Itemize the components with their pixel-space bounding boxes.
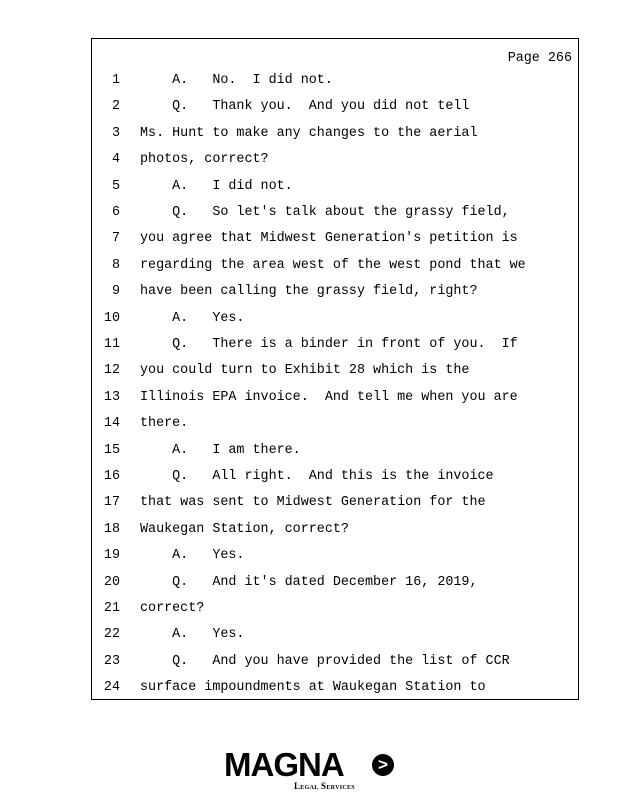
- line-text: Q. And you have provided the list of CCR: [140, 653, 510, 669]
- line-text: Ms. Hunt to make any changes to the aeri…: [140, 125, 478, 141]
- transcript-line: 3 Ms. Hunt to make any changes to the aer…: [92, 124, 578, 144]
- line-number: 10: [103, 310, 120, 326]
- line-number: 7: [111, 231, 120, 247]
- magna-logo: MAGNA > Legal Services: [224, 748, 396, 792]
- line-number: 13: [103, 389, 120, 405]
- transcript-line: 19 A. Yes.: [92, 546, 578, 566]
- transcript-line: 21 correct?: [92, 599, 578, 619]
- transcript-line: 7 you agree that Midwest Generation's pet…: [92, 229, 578, 249]
- line-text: A. Yes.: [140, 548, 245, 564]
- arrow-circle-icon: >: [372, 754, 394, 776]
- line-number: 8: [111, 257, 120, 273]
- transcript-line: 8 regarding the area west of the west pon…: [92, 256, 578, 276]
- line-text: you agree that Midwest Generation's peti…: [140, 231, 518, 247]
- line-text: Q. There is a binder in front of you. If: [140, 337, 518, 352]
- line-number: 6: [111, 205, 120, 220]
- line-text: regarding the area west of the west pond…: [140, 257, 526, 273]
- line-number: 5: [111, 178, 120, 194]
- line-number: 11: [103, 337, 120, 352]
- line-text: correct?: [140, 601, 205, 616]
- line-number: 15: [103, 442, 120, 458]
- line-text: A. I did not.: [140, 178, 293, 194]
- line-number: 2: [111, 99, 120, 115]
- line-number: 12: [103, 363, 120, 379]
- transcript-line: 10 A. Yes.: [92, 309, 578, 329]
- line-text: there.: [140, 416, 189, 432]
- transcript-line: 18 Waukegan Station, correct?: [92, 520, 578, 540]
- line-number: 22: [103, 627, 120, 643]
- line-text: photos, correct?: [140, 152, 269, 168]
- line-number: 16: [103, 469, 120, 484]
- line-text: Q. All right. And this is the invoice: [140, 469, 494, 484]
- line-text: A. Yes.: [140, 627, 245, 643]
- transcript-line: 11 Q. There is a binder in front of you.…: [92, 335, 578, 355]
- line-text: have been calling the grassy field, righ…: [140, 284, 478, 300]
- logo-wordmark: MAGNA: [224, 746, 345, 783]
- line-text: Illinois EPA invoice. And tell me when y…: [140, 389, 518, 405]
- line-number: 24: [103, 680, 120, 696]
- line-number: 21: [103, 601, 120, 616]
- transcript-line: 2 Q. Thank you. And you did not tell: [92, 97, 578, 117]
- line-number: 9: [111, 284, 120, 300]
- transcript-line: 15 A. I am there.: [92, 441, 578, 461]
- transcript-line: 24 surface impoundments at Waukegan Stati…: [92, 678, 578, 698]
- page-number: Page 266: [507, 51, 572, 66]
- transcript-line: 13 Illinois EPA invoice. And tell me when…: [92, 388, 578, 408]
- transcript-page: Page 266 1 A. No. I did not. 2 Q. Thank y…: [91, 38, 579, 700]
- line-number: 17: [103, 495, 120, 511]
- line-number: 20: [103, 574, 120, 590]
- line-number: 23: [103, 653, 120, 669]
- line-text: Q. Thank you. And you did not tell: [140, 99, 470, 115]
- transcript-line: 22 A. Yes.: [92, 625, 578, 645]
- transcript-line: 12 you could turn to Exhibit 28 which is …: [92, 361, 578, 381]
- line-number: 14: [103, 416, 120, 432]
- transcript-line: 17 that was sent to Midwest Generation fo…: [92, 493, 578, 513]
- line-text: surface impoundments at Waukegan Station…: [140, 680, 486, 696]
- transcript-line: 1 A. No. I did not.: [92, 71, 578, 91]
- line-text: A. I am there.: [140, 442, 301, 458]
- line-text: you could turn to Exhibit 28 which is th…: [140, 363, 470, 379]
- transcript-line: 14 there.: [92, 414, 578, 434]
- transcript-line: 16 Q. All right. And this is the invoice: [92, 467, 578, 487]
- transcript-line: 4 photos, correct?: [92, 150, 578, 170]
- line-number: 3: [111, 125, 120, 141]
- logo-tagline: Legal Services: [294, 781, 355, 791]
- line-number: 18: [103, 521, 120, 537]
- transcript-line: 9 have been calling the grassy field, rig…: [92, 282, 578, 302]
- line-number: 1: [111, 73, 120, 88]
- transcript-line: 23 Q. And you have provided the list of …: [92, 652, 578, 672]
- line-text: A. Yes.: [140, 310, 245, 326]
- line-text: Waukegan Station, correct?: [140, 521, 349, 537]
- line-text: that was sent to Midwest Generation for …: [140, 495, 486, 511]
- line-number: 19: [103, 548, 120, 564]
- line-text: Q. So let's talk about the grassy field,: [140, 205, 510, 220]
- line-text: A. No. I did not.: [140, 73, 333, 88]
- transcript-line: 20 Q. And it's dated December 16, 2019,: [92, 573, 578, 593]
- transcript-line: 6 Q. So let's talk about the grassy fiel…: [92, 203, 578, 223]
- transcript-line: 5 A. I did not.: [92, 177, 578, 197]
- line-number: 4: [111, 152, 120, 168]
- line-text: Q. And it's dated December 16, 2019,: [140, 574, 478, 590]
